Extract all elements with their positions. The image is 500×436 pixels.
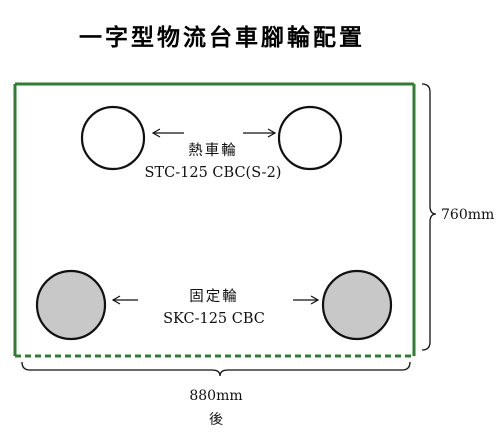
depth-dimension-bracket <box>421 83 437 351</box>
fixed-wheel-rear-left <box>35 269 107 341</box>
swivel-wheel-front-right <box>277 105 343 171</box>
page-title: 一字型物流台車腳輪配置 <box>79 24 365 51</box>
fixed-wheel-rear-right <box>321 269 393 341</box>
rear-caster-name: 固定輪 <box>189 288 239 305</box>
rear-side-label: 後 <box>209 412 223 428</box>
arrow-front-left-head <box>151 128 161 138</box>
front-caster-model: STC-125 CBC(S-2) <box>145 165 282 181</box>
rear-pointer-arrows <box>111 295 320 305</box>
cart-frame <box>13 82 416 358</box>
depth-dimension-label: 760mm <box>441 207 494 223</box>
arrow-rear-right-head <box>310 295 320 305</box>
rear-caster-model: SKC-125 CBC <box>163 311 265 327</box>
width-dimension-bracket <box>21 361 411 377</box>
arrow-front-right-head <box>267 128 277 138</box>
front-pointer-arrows <box>151 128 277 138</box>
arrow-rear-left-head <box>111 295 121 305</box>
width-dimension-label: 880mm <box>189 388 242 404</box>
front-caster-name: 熱車輪 <box>188 142 238 159</box>
swivel-wheel-front-left <box>80 105 146 171</box>
